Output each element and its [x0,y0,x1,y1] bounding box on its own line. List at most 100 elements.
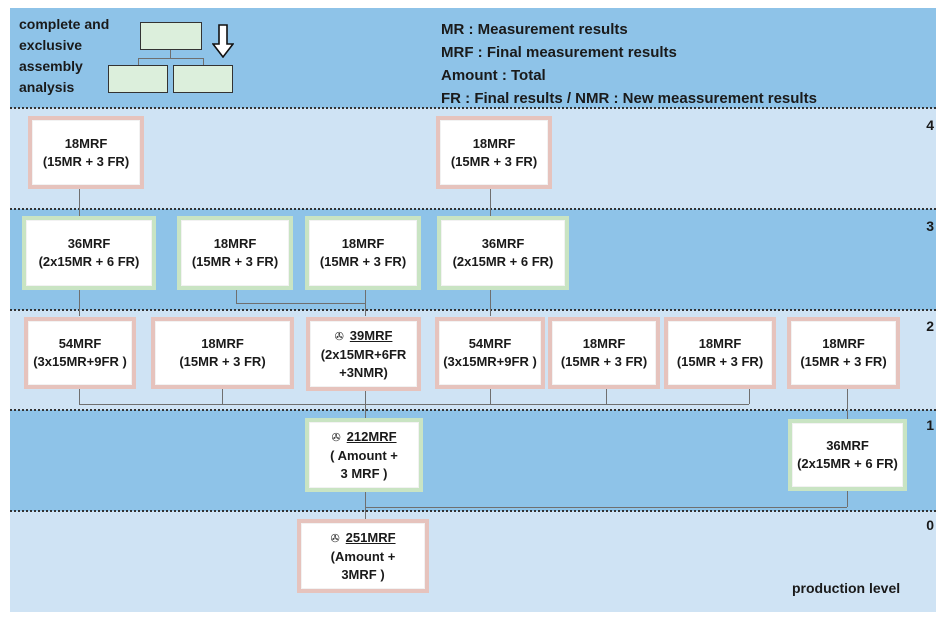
mini-tree-right [173,65,233,93]
mini-tree-connector [170,50,171,58]
connector [79,404,749,405]
node-title: 18MRF [341,236,385,251]
connector [222,389,223,404]
node-title: 54MRF [58,336,102,351]
level-number: 2 [926,318,934,334]
title-line: assembly [19,58,83,74]
node-detail: (15MR + 3 FR) [560,354,648,369]
node-title: 18MRF [201,336,244,351]
node-box: 18MRF (15MR + 3 FR) [305,216,421,290]
node-detail: (3x15MR+9FR ) [33,354,127,369]
legend-item: Amount : Total [441,67,546,84]
node-title: 18MRF [582,336,626,351]
analysis-title: complete and exclusive assembly analysis [19,14,109,98]
node-detail: (15MR + 3 FR) [676,354,764,369]
connector [606,389,607,404]
title-line: complete and [19,16,110,32]
mini-tree-left [108,65,168,93]
node-box: 18MRF (15MR + 3 FR) [177,216,293,290]
level-number: 0 [926,517,934,533]
connector [79,290,80,316]
legend-item: MRF : Final measurement results [441,44,677,61]
node-detail: +3NMR) [339,364,388,380]
connector [490,189,491,216]
node-title: 36MRF [826,438,869,453]
node-detail: (15MR + 3 FR) [179,354,266,369]
node-title: 18MRF [472,135,516,151]
title-line: analysis [19,79,75,95]
mini-tree-root [140,22,202,50]
title-line: exclusive [19,37,83,53]
node-title: 36MRF [67,236,111,251]
legend-item: MR : Measurement results [441,21,628,38]
level-number: 1 [926,417,934,433]
connector [236,303,365,304]
node-detail: (15MR + 3 FR) [191,254,279,269]
node-detail: (2x15MR+6FR [320,346,407,362]
node-detail: (2x15MR + 6 FR) [38,254,140,269]
node-box: 36MRF (2x15MR + 6 FR) [788,419,907,491]
node-box: ✇ 39MRF (2x15MR+6FR +3NMR) [306,317,421,391]
divider [10,208,936,210]
node-detail: (15MR + 3 FR) [319,254,407,269]
divider [10,309,936,311]
down-arrow-icon [212,24,234,58]
node-title: 212MRF [346,428,397,444]
node-box: 18MRF (15MR + 3 FR) [436,116,552,189]
node-box: 54MRF (3x15MR+9FR ) [435,317,545,389]
node-title: 54MRF [468,336,512,351]
node-box: 18MRF (15MR + 3 FR) [548,317,660,389]
connector [79,389,80,404]
node-title: 18MRF [64,135,108,151]
node-detail: (2x15MR + 6 FR) [452,254,554,269]
node-title: 251MRF [345,529,396,545]
node-box: ✇251MRF (Amount + 3MRF ) [297,519,429,593]
node-title: 18MRF [698,336,742,351]
node-detail: (2x15MR + 6 FR) [797,456,898,471]
legend-item: FR : Final results / NMR : New meassurem… [441,90,817,107]
node-box: 36MRF (2x15MR + 6 FR) [437,216,569,290]
node-box: 36MRF (2x15MR + 6 FR) [22,216,156,290]
connector [847,491,848,507]
connector [847,389,848,419]
node-detail: (Amount + [330,548,396,564]
node-title: 18MRF [822,336,865,351]
node-title-row: ✇ 39MRF [335,327,393,346]
node-detail: ( Amount + [330,447,398,463]
legend: MR : Measurement results MRF : Final mea… [441,18,817,110]
node-detail: (3x15MR+9FR ) [443,354,537,369]
connector [749,389,750,404]
mercedes-star-icon: ✇ [331,431,341,444]
connector [365,507,847,508]
node-title: 18MRF [213,236,257,251]
mercedes-star-icon: ✇ [334,330,344,343]
mini-tree-connector [138,58,139,65]
mini-tree-connector [203,58,204,65]
node-detail: 3 MRF ) [340,465,388,481]
node-title-row: ✇ 251MRF [330,529,395,548]
divider [10,107,936,109]
connector [365,492,366,519]
node-detail: (15MR + 3 FR) [800,354,887,369]
node-title: 39MRF [349,327,393,343]
node-box: 18MRF (15MR + 3 FR) [151,317,294,389]
level-0-band [10,511,936,612]
node-box: ✇ 212MRF ( Amount + 3 MRF ) [305,418,423,492]
level-number: 4 [926,117,934,133]
node-title-row: ✇ 212MRF [331,428,396,447]
divider [10,510,936,512]
level-number: 3 [926,218,934,234]
node-box: 18MRF (15MR + 3 FR) [664,317,776,389]
node-detail: (15MR + 3 FR) [450,153,538,169]
connector [365,391,366,418]
mini-tree-connector [138,58,204,59]
divider [10,409,936,411]
connector [490,290,491,316]
mercedes-star-icon: ✇ [330,532,340,545]
production-level-label: production level [792,580,901,596]
node-box: 18MRF (15MR + 3 FR) [787,317,900,389]
connector [490,389,491,404]
connector [79,189,80,216]
connector [236,290,237,303]
node-box: 18MRF (15MR + 3 FR) [28,116,144,189]
